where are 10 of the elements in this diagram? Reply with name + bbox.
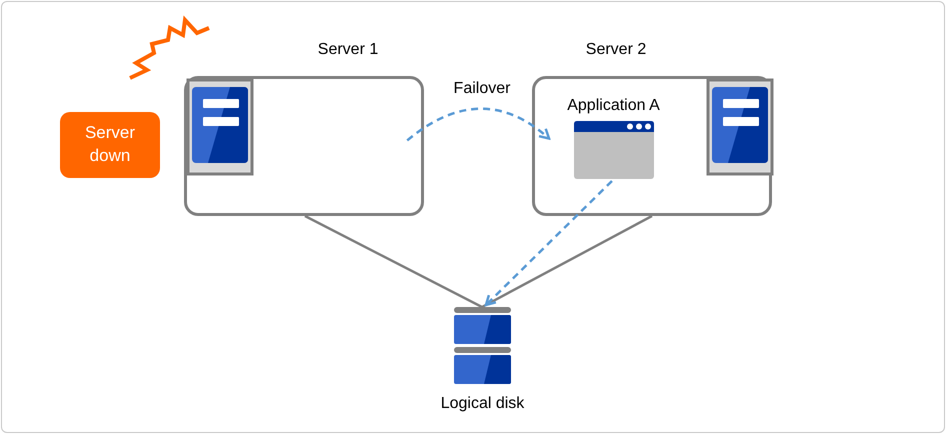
status-text: Server down	[84, 122, 136, 167]
application-label: Application A	[567, 97, 660, 115]
status-badge	[60, 112, 160, 178]
connector-line	[304, 214, 483, 308]
server-title: Server 1	[316, 41, 380, 59]
dashed-arrow	[406, 108, 550, 142]
server-title: Server 2	[584, 41, 648, 59]
disk-label: Logical disk	[440, 395, 524, 413]
dashed-arrow	[484, 180, 613, 306]
connector-line	[481, 214, 653, 308]
